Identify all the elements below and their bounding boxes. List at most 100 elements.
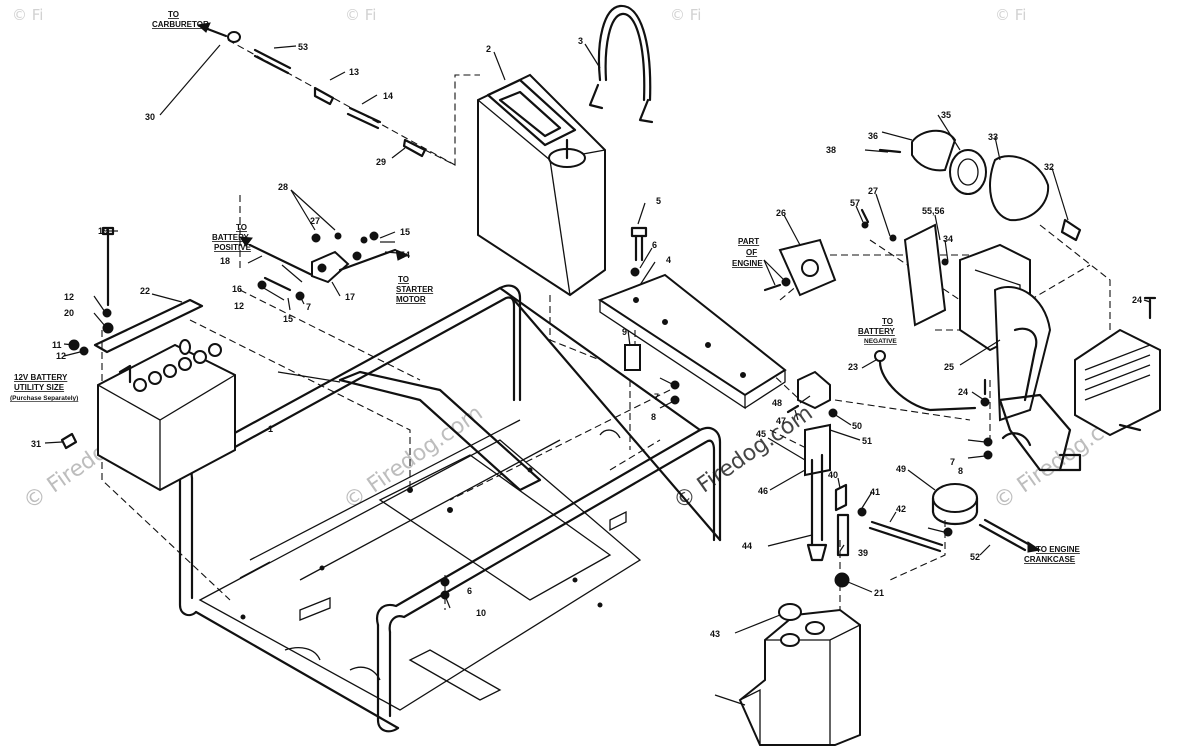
part-label: 9 xyxy=(622,327,627,337)
part-label: 39 xyxy=(858,548,868,558)
part-label: 16 xyxy=(232,284,242,294)
part-label: 24 xyxy=(958,387,968,397)
part-label: 54 xyxy=(400,250,410,260)
hardware-left xyxy=(60,226,115,450)
part-label: 42 xyxy=(896,504,906,514)
part-label: 51 xyxy=(862,436,872,446)
part-label: 12 xyxy=(56,351,66,361)
leader-lines xyxy=(44,43,1151,706)
part-label: 46 xyxy=(758,486,768,496)
part-label: 43 xyxy=(710,629,720,639)
watermark-top-3: © Fi xyxy=(670,6,701,24)
part-label: 25 xyxy=(944,362,954,372)
part-label: 26 xyxy=(776,208,786,218)
part-label: 53 xyxy=(298,42,308,52)
part-label: 27 xyxy=(868,186,878,196)
part-label: 27 xyxy=(310,216,320,226)
note-part-of-engine-2: OF xyxy=(746,248,757,257)
part-label: 30 xyxy=(145,112,155,122)
fuel-can-strap xyxy=(588,4,654,124)
note-to-battery-neg-3: NEGATIVE xyxy=(864,338,897,345)
note-to-crankcase-1: TO ENGINE xyxy=(1036,545,1081,554)
part-label: 50 xyxy=(852,421,862,431)
note-battery-3: (Purchase Separately) xyxy=(10,395,78,402)
solenoid-group xyxy=(248,231,397,301)
note-to-carburetor-2: CARBURETOR xyxy=(152,20,209,29)
part-label: 6 xyxy=(467,586,472,596)
part-label: 17 xyxy=(345,292,355,302)
part-label: 15 xyxy=(283,314,293,324)
part-label: 32 xyxy=(1044,162,1054,172)
part-label: 14 xyxy=(383,91,393,101)
part-label: 49 xyxy=(896,464,906,474)
note-part-of-engine-3: ENGINE xyxy=(732,259,763,268)
part-number-labels: 1 2 3 4 5 6 6 7 7 7 8 8 9 10 11 12 12 12… xyxy=(31,36,1142,639)
part-label: 24 xyxy=(1132,295,1142,305)
part-label: 57 xyxy=(850,198,860,208)
part-label: 11 xyxy=(52,340,62,350)
note-part-of-engine-1: PART xyxy=(738,237,759,246)
part-label: 7 xyxy=(306,302,311,312)
part-label: 28 xyxy=(278,182,288,192)
fuel-line-parts xyxy=(159,31,427,158)
part-label: 8 xyxy=(958,466,963,476)
part-label: 33 xyxy=(988,132,998,142)
watermark-center: © Firedog.com xyxy=(669,401,817,515)
gauge-group xyxy=(786,370,1032,588)
part-label: 21 xyxy=(874,588,884,598)
part-label: 4 xyxy=(666,255,671,265)
watermark-top-1: © Fi xyxy=(12,6,43,24)
part-label: 1 xyxy=(268,424,273,434)
part-label: 36 xyxy=(868,131,878,141)
ground-wire xyxy=(874,296,1157,460)
part-label: 29 xyxy=(376,157,386,167)
part-label: 12 xyxy=(234,301,244,311)
note-to-crankcase-2: CRANKCASE xyxy=(1024,555,1076,564)
note-to-battery-pos-3: POSITIVE xyxy=(214,243,252,252)
fuel-tank xyxy=(738,603,861,746)
note-to-starter-1: TO xyxy=(398,275,409,284)
engine-block xyxy=(903,223,1161,472)
part-label: 7 xyxy=(950,457,955,467)
part-label: 40 xyxy=(828,470,838,480)
part-label: 13 xyxy=(349,67,359,77)
note-battery-1: 12V BATTERY xyxy=(14,373,68,382)
part-label: 19 xyxy=(98,226,108,236)
part-label: 52 xyxy=(970,552,980,562)
part-label: 6 xyxy=(652,240,657,250)
note-to-battery-pos-2: BATTERY xyxy=(212,233,250,242)
note-to-starter-3: MOTOR xyxy=(396,295,426,304)
part-label: 8 xyxy=(651,412,656,422)
part-label: 35 xyxy=(941,110,951,120)
part-label: 18 xyxy=(220,256,230,266)
note-to-starter-2: STARTER xyxy=(396,285,433,294)
part-label: 31 xyxy=(31,439,41,449)
part-label: 47 xyxy=(776,416,786,426)
part-label: 7 xyxy=(654,392,659,402)
part-label: 34 xyxy=(943,234,953,244)
callout-notes: TO CARBURETOR TO BATTERY POSITIVE TO STA… xyxy=(10,10,1081,564)
part-label: 38 xyxy=(826,145,836,155)
part-label: 45 xyxy=(756,429,766,439)
note-to-battery-neg-1: TO xyxy=(882,317,893,326)
part-label: 41 xyxy=(870,487,880,497)
part-label: 3 xyxy=(578,36,583,46)
note-to-carburetor-1: TO xyxy=(168,10,179,19)
part-label: 12 xyxy=(64,292,74,302)
mounting-rail xyxy=(597,273,787,410)
muffler-parts xyxy=(878,129,1082,242)
battery-hold-down xyxy=(93,298,204,384)
part-label: 23 xyxy=(848,362,858,372)
part-label: 48 xyxy=(772,398,782,408)
fuel-can xyxy=(477,73,606,297)
watermark-top-4: © Fi xyxy=(995,6,1026,24)
arrows xyxy=(196,22,1042,553)
note-to-battery-neg-2: BATTERY xyxy=(858,327,896,336)
frame-assembly xyxy=(178,284,722,733)
bolts-center xyxy=(440,226,680,600)
assembly-lines xyxy=(101,39,1111,701)
watermark-top-2: © Fi xyxy=(345,6,376,24)
part-label: 15 xyxy=(400,227,410,237)
part-label: 44 xyxy=(742,541,752,551)
